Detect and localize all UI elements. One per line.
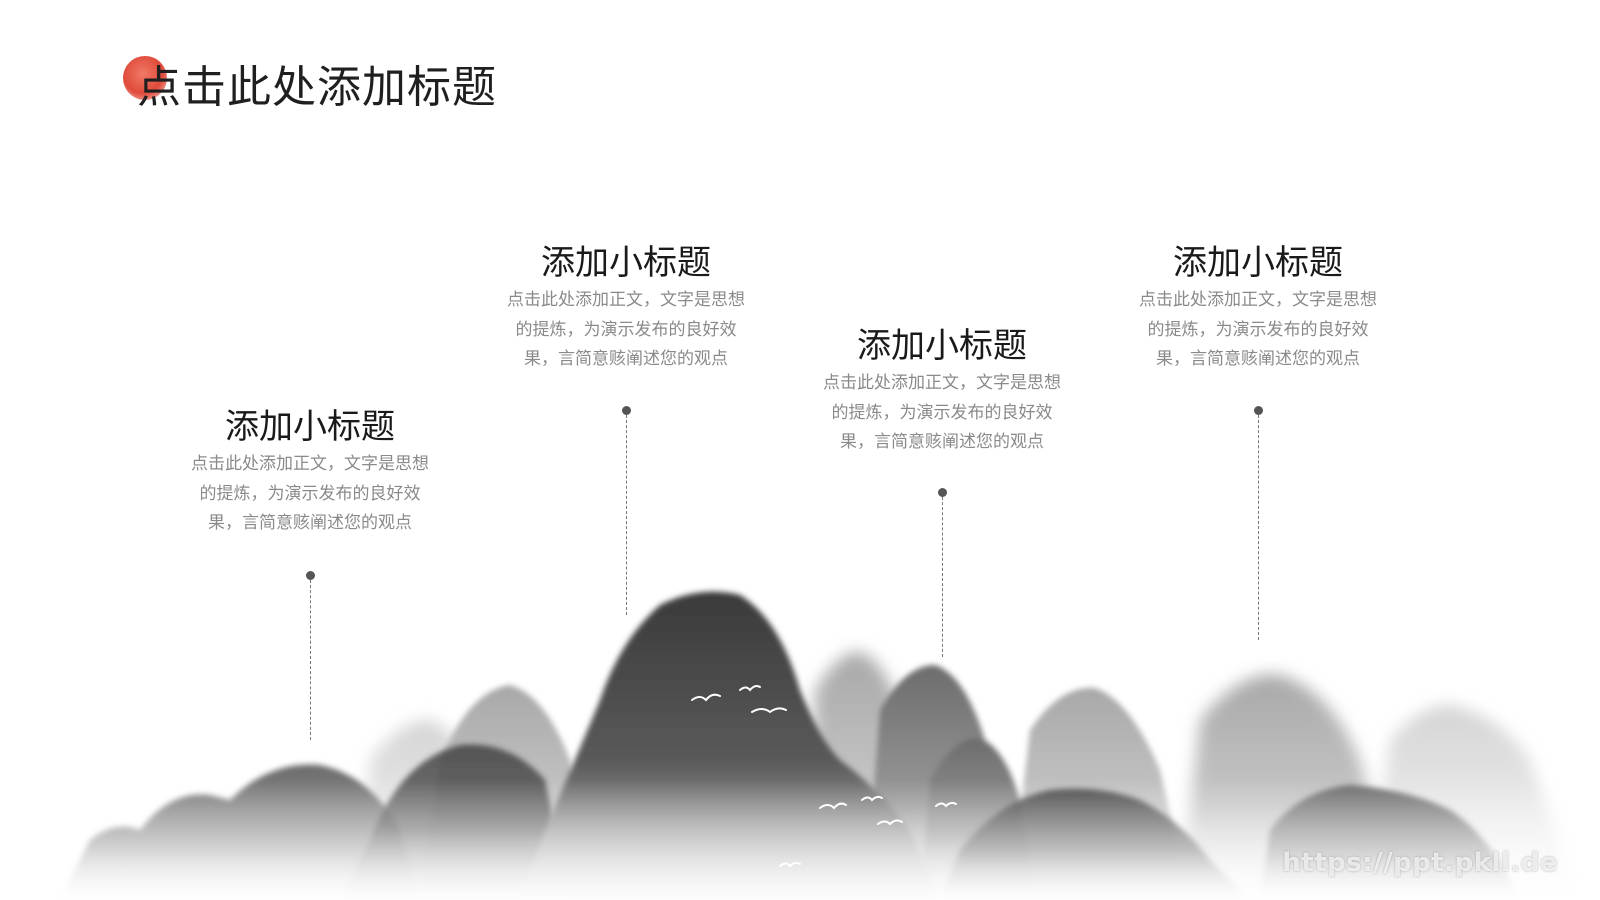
body-text-1[interactable]: 点击此处添加正文，文字是思想的提炼，为演示发布的良好效果，言简意赅阐述您的观点	[191, 454, 429, 533]
page-title[interactable]: 点击此处添加标题	[137, 62, 497, 113]
pin-dot	[1253, 406, 1263, 415]
info-block-3: 添加小标题 点击此处添加正文，文字是思想的提炼，为演示发布的良好效果，言简意赅阐…	[817, 325, 1067, 458]
watermark-url: https://ppt.pkll.de	[1282, 848, 1558, 878]
pin-dashed-line	[625, 415, 627, 615]
pin-dashed-line	[1257, 415, 1259, 640]
pin-marker-3	[937, 488, 947, 657]
pin-dashed-line	[309, 580, 311, 740]
body-text-3[interactable]: 点击此处添加正文，文字是思想的提炼，为演示发布的良好效果，言简意赅阐述您的观点	[823, 373, 1061, 452]
subtitle-3[interactable]: 添加小标题	[857, 326, 1027, 366]
pin-marker-1	[305, 571, 315, 740]
info-block-2: 添加小标题 点击此处添加正文，文字是思想的提炼，为演示发布的良好效果，言简意赅阐…	[501, 242, 751, 375]
pin-marker-4	[1253, 406, 1263, 640]
pin-dot	[937, 488, 947, 497]
body-text-4[interactable]: 点击此处添加正文，文字是思想的提炼，为演示发布的良好效果，言简意赅阐述您的观点	[1139, 290, 1377, 369]
pin-dashed-line	[941, 497, 943, 657]
info-block-4: 添加小标题 点击此处添加正文，文字是思想的提炼，为演示发布的良好效果，言简意赅阐…	[1133, 242, 1383, 375]
subtitle-1[interactable]: 添加小标题	[225, 407, 395, 447]
body-text-2[interactable]: 点击此处添加正文，文字是思想的提炼，为演示发布的良好效果，言简意赅阐述您的观点	[507, 290, 745, 369]
red-sun-icon	[123, 56, 167, 100]
pin-marker-2	[621, 406, 631, 615]
subtitle-4[interactable]: 添加小标题	[1173, 243, 1343, 283]
info-block-1: 添加小标题 点击此处添加正文，文字是思想的提炼，为演示发布的良好效果，言简意赅阐…	[185, 406, 435, 539]
subtitle-2[interactable]: 添加小标题	[541, 243, 711, 283]
pin-dot	[621, 406, 631, 415]
pin-dot	[305, 571, 315, 580]
